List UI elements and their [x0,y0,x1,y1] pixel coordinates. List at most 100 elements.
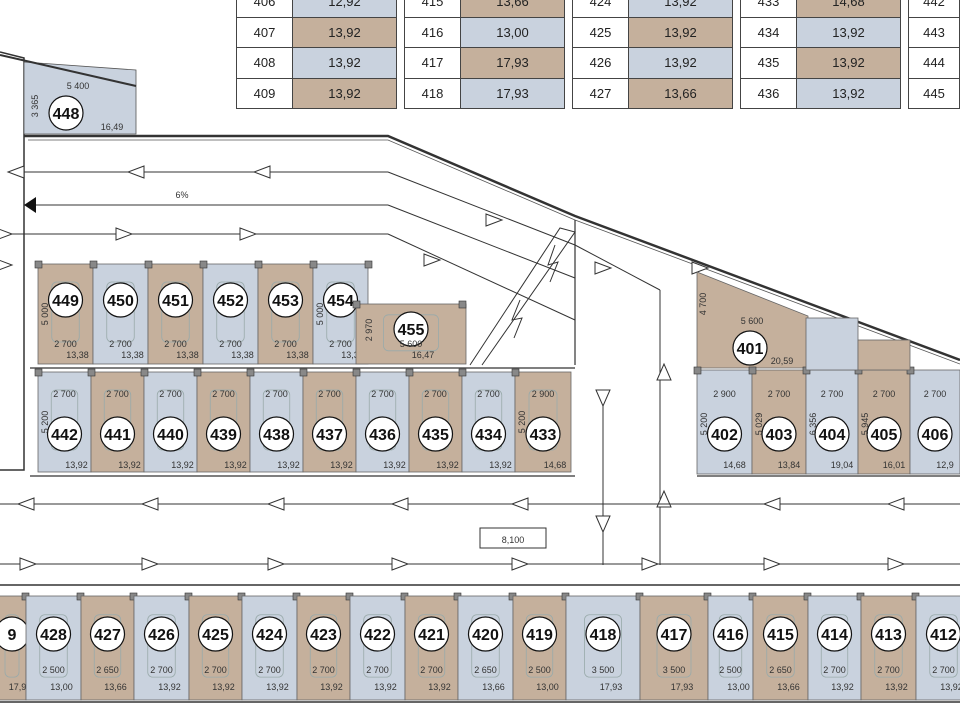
space-number: 413 [875,627,902,644]
space-number-circle [47,282,84,318]
outer-wall-left [0,51,25,471]
space-depth-dimension: 5 000 [315,303,325,326]
space-width-dimension: 2 650 [474,665,497,675]
direction-arrow [24,197,36,213]
space-width-dimension: 2 650 [96,665,119,675]
column-pillar [511,368,520,377]
car-outline [51,281,80,343]
direction-arrow [16,497,35,511]
space-width-dimension: 2 700 [318,389,341,399]
column-pillar [89,260,98,269]
space-width-dimension: 2 700 [877,665,900,675]
space-width-dimension: 5 400 [67,81,90,91]
car-outline [820,614,849,678]
column-pillar [352,300,361,309]
space-number-circle [48,95,84,131]
space-area-cell: 13,92 [796,47,901,79]
space-area-label: 13,92 [212,682,235,692]
space-number: 439 [210,427,237,444]
space-area-label: 17,93 [671,682,694,692]
space-depth-dimension: 2 970 [364,319,374,342]
space-number: 441 [104,427,131,444]
direction-arrow [267,557,286,571]
space-area-label: 13,84 [778,460,801,470]
space-number-circle [364,416,401,452]
lane-line [387,171,576,246]
space-width-dimension: 2 500 [42,665,65,675]
space-number: 426 [148,627,175,644]
space-number-circle [99,416,136,452]
column-pillar [352,368,361,377]
space-number: 402 [711,427,738,444]
space-number-circle [413,616,450,652]
ramp-edge [469,227,576,366]
space-width-dimension: 2 700 [150,665,173,675]
space-number: 427 [94,627,121,644]
area-table-row: 442 [908,0,960,18]
direction-arrow [391,557,410,571]
direction-arrow [595,515,611,534]
space-number-circle [46,416,83,452]
space-number-circle [322,282,359,318]
space-number: 437 [316,427,343,444]
direction-arrow [594,261,613,275]
space-number-circle [251,616,288,652]
column-pillar [34,260,43,269]
direction-arrow [485,213,504,227]
space-number-circle [866,416,902,452]
space-area-label: 13,39 [341,350,364,360]
column-pillar [254,260,263,269]
space-area-cell: 12,92 [292,0,397,18]
space-area-label: 16,47 [412,350,435,360]
direction-arrow [511,557,530,571]
direction-arrow [140,497,159,511]
space-width-dimension: 2 700 [274,339,297,349]
space-width-dimension: 2 700 [164,339,187,349]
space-number-circle [656,616,692,652]
car-outline [147,614,176,678]
space-area-label: 16,01 [883,460,906,470]
space-width-dimension: 2 700 [768,389,791,399]
space-number: 422 [364,627,391,644]
space-number: 401 [737,341,764,358]
space-number: 449 [52,293,79,310]
space-number: 420 [472,627,499,644]
space-width-dimension: 2 700 [54,339,77,349]
space-number: 435 [422,427,449,444]
space-width-dimension: 2 700 [932,665,955,675]
space-number-circle [311,416,348,452]
space-number-cell: 409 [236,77,293,109]
direction-arrow [656,489,672,508]
space-number: 421 [418,627,445,644]
car-outline [471,614,500,678]
space-area-label: 13,00 [536,682,559,692]
space-width-dimension: 2 700 [53,389,76,399]
space-width-dimension: 5 600 [400,339,423,349]
space-number: 403 [766,427,793,444]
width-label-box [479,527,547,549]
space-number-circle [521,616,558,652]
car-outline [656,614,692,678]
space-area-cell: 13,92 [292,77,397,109]
space-width-dimension: 2 700 [371,389,394,399]
space-area-label: 13,92 [118,460,141,470]
direction-arrow [115,227,134,241]
direction-arrow [886,497,905,511]
car-outline [161,281,190,343]
space-number: 450 [107,293,134,310]
lane-line [387,204,576,279]
space-number-circle [762,616,799,652]
space-number: 433 [530,427,557,444]
direction-arrow [126,165,145,179]
column-pillar [458,368,467,377]
space-number: 442 [51,427,78,444]
